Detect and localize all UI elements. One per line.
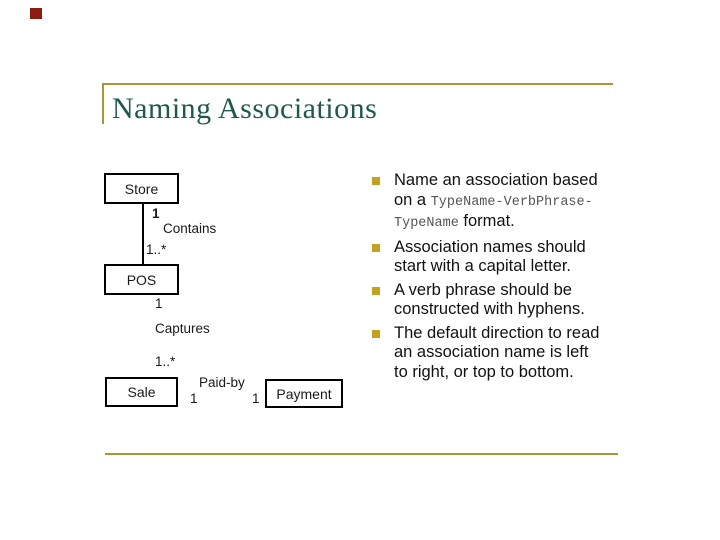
bullet-square-icon [372,177,380,185]
class-box-store: Store [104,173,179,204]
slide-title: Naming Associations [112,92,378,125]
class-box-sale: Sale [105,377,178,407]
body-text: start with a capital letter. [394,257,571,275]
corner-accent-square [30,8,42,19]
multiplicity-label: 1..* [146,242,167,257]
body-text: Association names should [394,237,586,256]
class-box-payment: Payment [265,379,343,408]
association-name-captures: Captures [155,321,210,336]
code-text: TypeName [394,216,459,231]
multiplicity-label: 1 [190,391,198,406]
body-text: to right, or top to bottom. [394,362,574,381]
bullet-text-line: to right, or top to bottom. [394,363,599,383]
bullet-text-line: Association names should [394,238,586,258]
bullet-text-line: Name an association based [394,171,598,191]
bullet-text-line: constructed with hyphens. [394,300,585,320]
multiplicity-label: 1..* [155,354,176,369]
class-box-label: POS [126,271,157,288]
class-box-label: Payment [276,385,332,402]
bullet-square-icon [372,329,380,338]
body-text: The default direction to read [394,323,600,342]
footer-rule [105,453,618,455]
bullet-text-line: TypeName format. [394,212,598,234]
association-name-contains: Contains [163,221,217,236]
bullet-text-line: an association name is left [394,343,599,363]
association-name-paid-by: Paid-by [199,375,245,390]
title-rule-top [102,83,613,85]
class-box-label: Sale [127,384,156,400]
body-text: an association name is left [394,343,589,361]
code-text: TypeName-VerbPhrase- [430,194,593,210]
class-box-label: Store [124,180,159,197]
multiplicity-label: 1 [155,296,163,311]
body-text: Name an association based [394,171,598,189]
class-box-pos: POS [104,264,179,295]
body-text: on a [394,190,431,209]
body-text: A verb phrase should be [394,280,572,299]
bullet-text-line: start with a capital letter. [394,257,586,277]
multiplicity-label: 1 [152,206,160,221]
bullet-text-line: on a TypeName-VerbPhrase- [394,191,598,213]
body-text: format. [458,212,515,230]
title-rule-left [102,83,104,124]
bullet-square-icon [372,243,380,252]
body-text: constructed with hyphens. [394,300,585,318]
bullet-square-icon [372,286,380,295]
multiplicity-label: 1 [252,391,260,406]
bullet-text-line: A verb phrase should be [394,281,585,301]
bullet-text-line: The default direction to read [394,324,599,344]
association-line-store-pos [142,204,144,264]
